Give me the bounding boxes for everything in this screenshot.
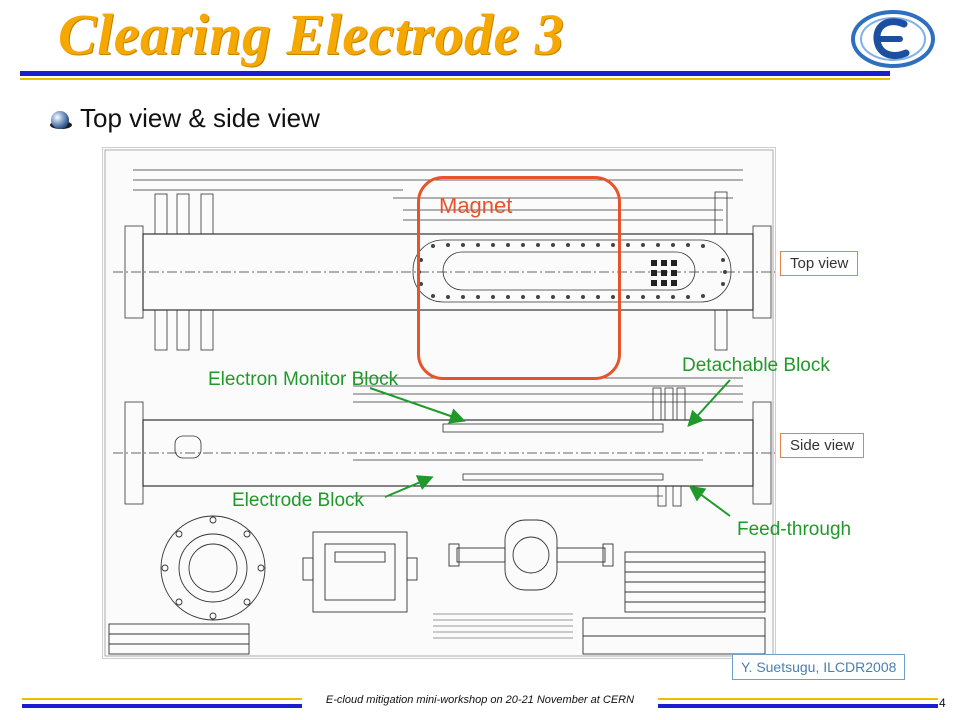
credit-label: Y. Suetsugu, ILCDR2008 [732, 654, 906, 680]
top-view-label: Top view [780, 251, 859, 276]
footer-rule-left-accent [22, 698, 302, 700]
title-underline-accent [20, 78, 890, 80]
footer-rule-right-accent [658, 698, 938, 700]
magnet-label: Magnet [439, 193, 513, 218]
slide-title: Clearing Electrode 3 [58, 2, 565, 67]
page-number: 4 [939, 696, 946, 710]
logo-emblem-icon [851, 10, 935, 68]
magnet-highlight [417, 176, 621, 380]
side-view-label: Side view [780, 433, 865, 458]
electron-monitor-block-label: Electron Monitor Block [208, 369, 399, 390]
footer-rule-right [658, 704, 938, 708]
footer-rule-left [22, 704, 302, 708]
footer-text: E-cloud mitigation mini-workshop on 20-2… [325, 694, 635, 706]
detachable-block-label: Detachable Block [682, 355, 830, 376]
bullet-text: Top view & side view [80, 103, 320, 133]
electrode-block-label: Electrode Block [232, 490, 365, 511]
bullet-sphere-icon [50, 111, 72, 129]
feed-through-label: Feed-through [737, 519, 852, 540]
title-underline [20, 71, 890, 76]
